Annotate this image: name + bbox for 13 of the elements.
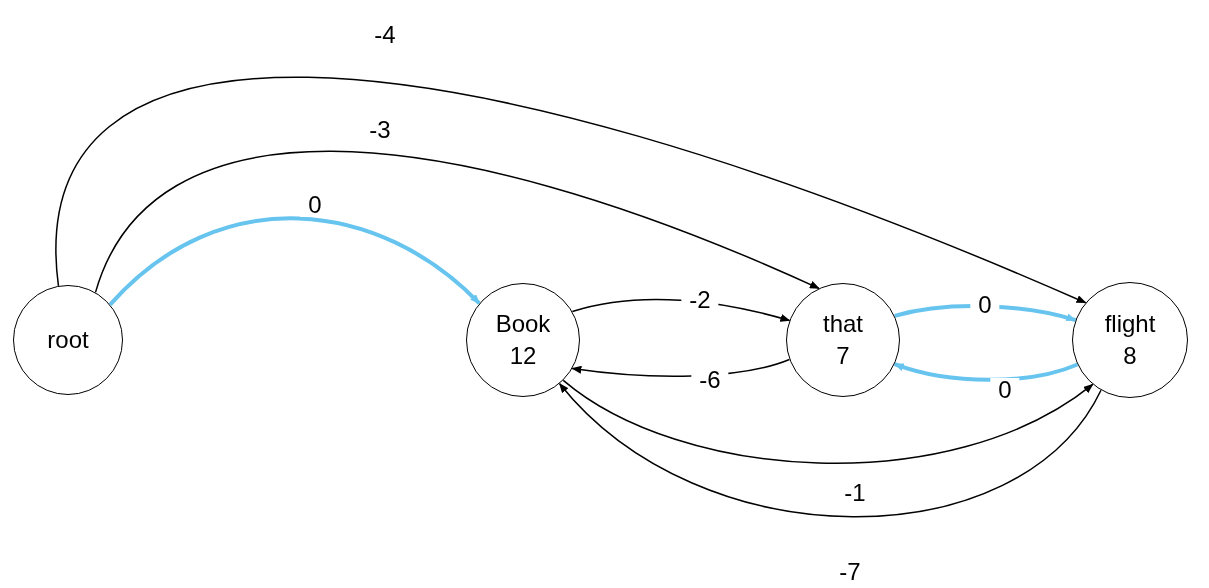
- arrow: [94, 150, 820, 294]
- node-label: flight: [1104, 309, 1156, 339]
- node-label: 7: [836, 341, 850, 371]
- node-label: Book: [495, 309, 551, 339]
- arrow: [893, 362, 1079, 382]
- node-label: 12: [509, 341, 537, 371]
- node-label: that: [823, 309, 863, 339]
- arrow: [57, 76, 1087, 304]
- node-label: 8: [1123, 341, 1137, 371]
- node-label: root: [47, 325, 89, 355]
- arrow: [562, 379, 1094, 464]
- arrow: [108, 216, 481, 307]
- arrow: [558, 382, 1102, 518]
